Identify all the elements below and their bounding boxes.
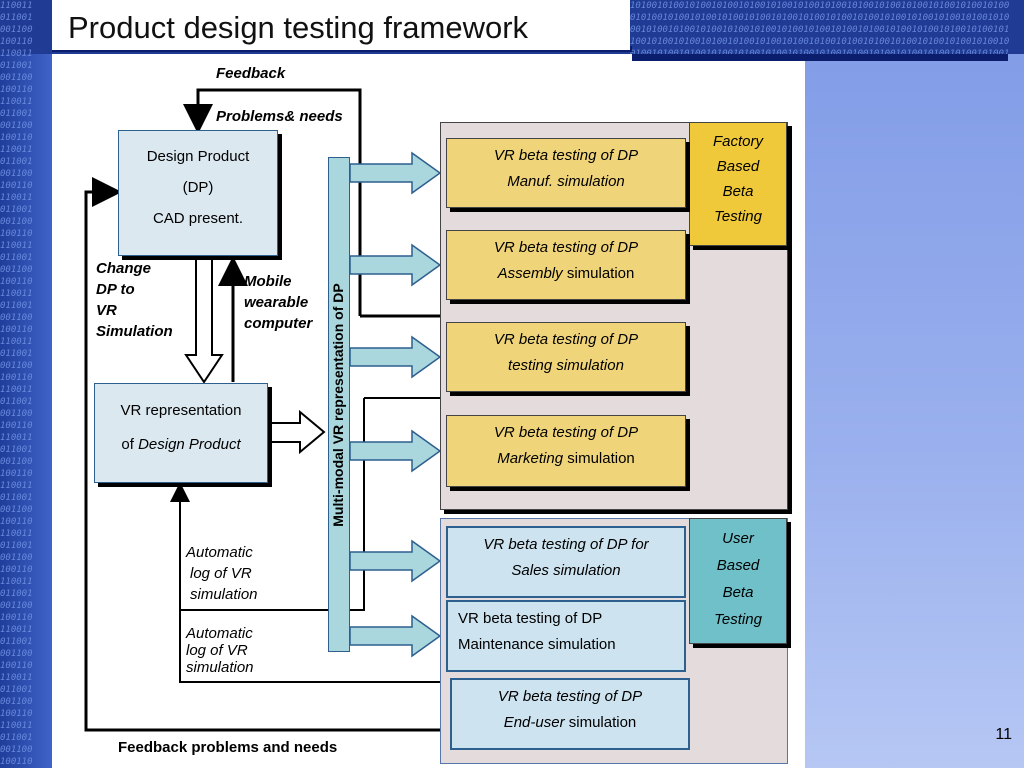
test-assembly-italic: Assembly xyxy=(497,265,563,282)
bar-block-arrow xyxy=(349,243,442,287)
background-right-gradient xyxy=(805,0,1024,768)
feedback-left-connector xyxy=(84,177,440,732)
bar-block-arrow xyxy=(349,614,442,658)
test-testing-line2: testing simulation xyxy=(508,357,624,374)
mobile-line1: Mobile xyxy=(244,273,292,290)
test-enduser-line1: VR beta testing of DP xyxy=(497,688,643,705)
multimodal-vr-bar xyxy=(328,157,350,652)
test-marketing-line1: VR beta testing of DP xyxy=(493,424,639,441)
auto-log-connector-1 xyxy=(180,398,365,611)
test-manuf-line1: VR beta testing of DP xyxy=(493,147,639,164)
auto2-line1: Automatic xyxy=(186,625,253,642)
mobile-line2: wearable xyxy=(244,294,309,311)
auto2-line3: simulation xyxy=(186,659,254,676)
problems-needs-label: Problems& needs xyxy=(216,108,343,125)
vr-to-bar-hollow-arrow xyxy=(269,409,326,455)
test-assembly-simulation: VR beta testing of DP Assembly simulatio… xyxy=(446,230,686,300)
auto1-line1: Automatic xyxy=(186,544,253,561)
vr-line2-prefix: of xyxy=(121,436,139,453)
test-sales-line2: Sales simulation xyxy=(511,562,621,579)
test-assembly-line1: VR beta testing of DP xyxy=(493,239,639,256)
auto1-line3: simulation xyxy=(190,586,258,603)
test-assembly-rest: simulation xyxy=(562,265,635,282)
factory-line4: Testing xyxy=(714,208,762,225)
change-line2: DP to xyxy=(96,281,135,298)
mobile-line3: computer xyxy=(244,315,313,332)
factory-line2: Based xyxy=(716,158,760,175)
title-area xyxy=(52,0,630,50)
mobile-computer-label: Mobile wearable computer xyxy=(244,271,312,334)
test-testing-simulation: VR beta testing of DP testing simulation xyxy=(446,322,686,392)
test-enduser-line2: End-user simulation xyxy=(452,710,688,736)
test-assembly-line2: Assembly simulation xyxy=(447,261,685,287)
binary-pattern-top: 1010010100101001010010100101001010010100… xyxy=(630,1,1010,54)
bar-arrows xyxy=(349,151,442,658)
test-marketing-simulation: VR beta testing of DP Marketing simulati… xyxy=(446,415,686,487)
design-product-box: Design Product (DP) CAD present. xyxy=(118,130,278,256)
test-maintenance-line1: VR beta testing of DP xyxy=(458,610,603,627)
auto1-line2: log of VR xyxy=(190,565,252,582)
test-maintenance-line2: Maintenance simulation xyxy=(458,636,616,653)
test-enduser-rest: simulation xyxy=(564,714,637,731)
auto2-line2: log of VR xyxy=(186,642,248,659)
bar-block-arrow xyxy=(349,335,442,379)
feedback-top-connector xyxy=(183,88,362,316)
header-divider-right xyxy=(632,54,1008,61)
change-dp-label: Change DP to VR Simulation xyxy=(96,258,173,342)
multimodal-vr-label: Multi-modal VR representation of DP xyxy=(330,283,346,527)
bar-block-arrow xyxy=(349,539,442,583)
test-testing-line1: VR beta testing of DP xyxy=(493,331,639,348)
bar-block-arrow xyxy=(349,429,442,473)
test-manuf-simulation: VR beta testing of DP Manuf. simulation xyxy=(446,138,686,208)
factory-based-beta-testing: Factory Based Beta Testing xyxy=(689,122,787,246)
user-line3: Beta xyxy=(722,584,754,601)
feedback-label: Feedback xyxy=(216,65,286,82)
test-marketing-italic: Marketing xyxy=(497,450,564,467)
test-marketing-line2: Marketing simulation xyxy=(447,446,685,472)
user-based-beta-testing: User Based Beta Testing xyxy=(689,518,787,644)
auto-log-label-2: Automatic log of VR simulation xyxy=(186,625,254,676)
background-left-band xyxy=(0,0,52,768)
dp-line2: (DP) xyxy=(182,179,214,196)
page-title: Product design testing framework xyxy=(68,10,529,45)
test-manuf-line2: Manuf. simulation xyxy=(507,173,625,190)
user-line2: Based xyxy=(716,557,760,574)
feedback-bottom-label: Feedback problems and needs xyxy=(118,739,338,756)
vr-line1: VR representation xyxy=(120,402,242,419)
dp-to-vr-hollow-arrow xyxy=(184,257,224,384)
test-sales-line1: VR beta testing of DP for xyxy=(483,536,649,553)
user-line4: Testing xyxy=(714,611,762,628)
auto-log-label-1: Automatic log of VR simulation xyxy=(186,542,258,605)
test-sales-simulation: VR beta testing of DP for Sales simulati… xyxy=(446,526,686,598)
user-line1: User xyxy=(722,530,754,547)
change-line1: Change xyxy=(96,260,152,277)
vr-line2-italic: Design Product xyxy=(138,436,241,453)
change-line4: Simulation xyxy=(96,323,173,340)
factory-line3: Beta xyxy=(722,183,754,200)
test-marketing-rest: simulation xyxy=(563,450,635,467)
bar-block-arrow xyxy=(349,151,442,195)
dp-line3: CAD present. xyxy=(152,210,244,227)
factory-line1: Factory xyxy=(712,133,763,150)
test-enduser-simulation: VR beta testing of DP End-user simulatio… xyxy=(450,678,690,750)
vr-line2: of Design Product xyxy=(95,428,267,462)
dp-line1: Design Product xyxy=(146,148,250,165)
change-line3: VR xyxy=(96,302,117,319)
auto-log-connector-2 xyxy=(170,482,440,683)
vr-representation-box: VR representation of Design Product xyxy=(94,383,268,483)
binary-pattern-left: 110011 011001 001100 100110 110011 01100… xyxy=(0,1,33,767)
page-number: 11 xyxy=(995,726,1012,743)
test-enduser-italic: End-user xyxy=(503,714,565,731)
test-maintenance-simulation: VR beta testing of DP Maintenance simula… xyxy=(446,600,686,672)
